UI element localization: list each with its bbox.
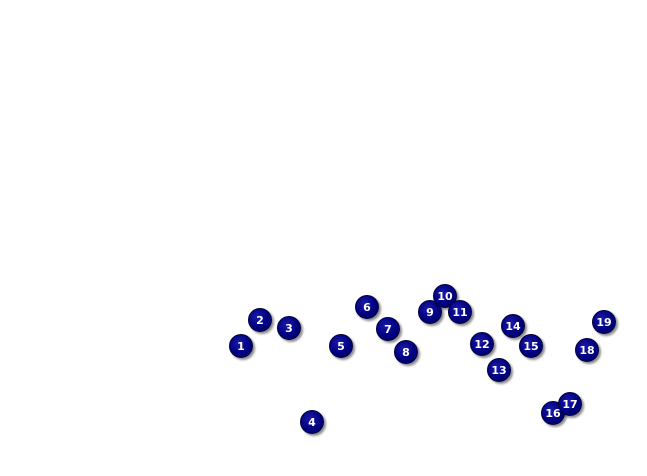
map-marker-4[interactable]: 4 [300,410,324,434]
map-marker-2[interactable]: 2 [248,308,272,332]
map-marker-10[interactable]: 10 [433,284,457,308]
map-marker-5[interactable]: 5 [329,334,353,358]
map-marker-6[interactable]: 6 [355,295,379,319]
map-marker-7[interactable]: 7 [376,317,400,341]
map-marker-18[interactable]: 18 [575,338,599,362]
map-marker-13[interactable]: 13 [487,358,511,382]
map-marker-19[interactable]: 19 [592,310,616,334]
map-marker-15[interactable]: 15 [519,334,543,358]
map-marker-1[interactable]: 1 [229,334,253,358]
map-marker-3[interactable]: 3 [277,316,301,340]
map-marker-8[interactable]: 8 [394,340,418,364]
map-marker-14[interactable]: 14 [501,314,525,338]
map-marker-17[interactable]: 17 [558,392,582,416]
map-marker-11[interactable]: 11 [448,300,472,324]
map-marker-12[interactable]: 12 [470,332,494,356]
